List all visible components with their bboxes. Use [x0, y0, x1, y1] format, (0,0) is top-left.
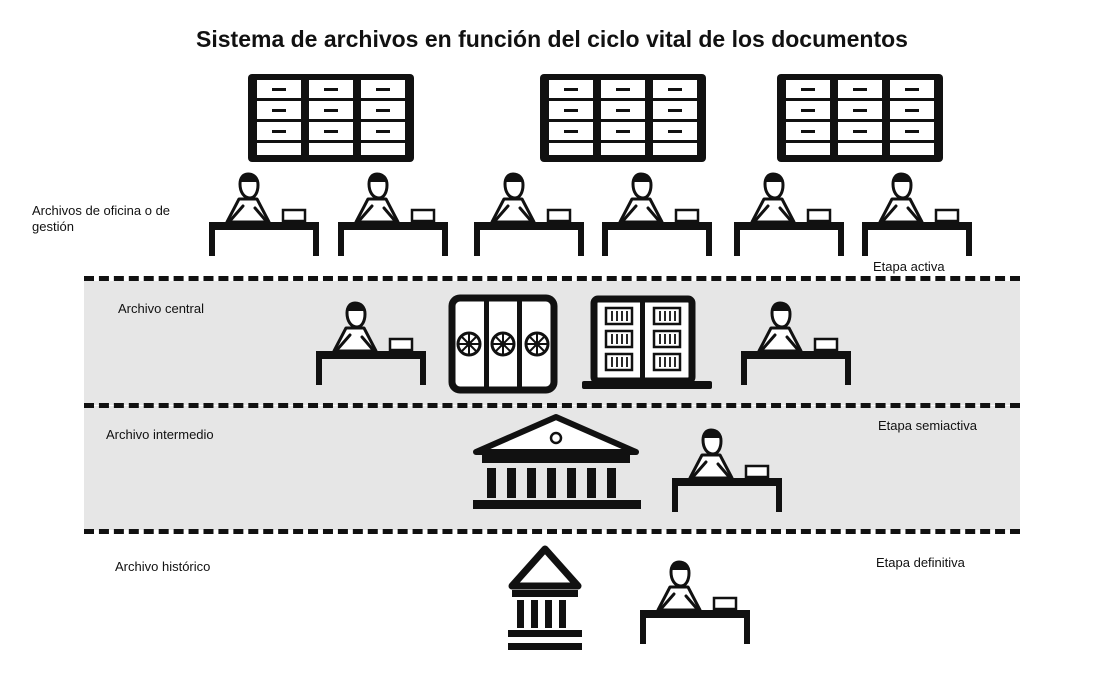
clerk-at-desk-icon: [600, 171, 714, 258]
filing-cabinet-icon: [777, 74, 943, 162]
clerk-at-desk-icon: [314, 300, 428, 387]
diagram-title: Sistema de archivos en función del ciclo…: [196, 26, 908, 52]
separator-activa: [84, 276, 1020, 281]
clerk-at-desk-icon: [732, 171, 846, 258]
separator-definitiva: [84, 529, 1020, 534]
filing-cabinet-icon: [248, 74, 414, 162]
clerk-at-desk-icon: [638, 559, 752, 646]
filing-cabinet-icon: [540, 74, 706, 162]
clerk-at-desk-icon: [860, 171, 974, 258]
historical-archive-icon: [508, 545, 582, 650]
storage-rack-icon: [582, 295, 712, 389]
separator-semiactiva: [84, 403, 1020, 408]
clerk-at-desk-icon: [739, 300, 853, 387]
clerk-at-desk-icon: [472, 171, 586, 258]
mobile-shelving-icon: [448, 294, 558, 394]
clerk-at-desk-icon: [670, 427, 784, 514]
label-etapa-semiactiva: Etapa semiactiva: [878, 418, 977, 433]
label-archivo-intermedio: Archivo intermedio: [106, 427, 214, 442]
clerk-at-desk-icon: [207, 171, 321, 258]
label-archivo-historico: Archivo histórico: [115, 559, 211, 574]
archive-building-icon: [473, 414, 641, 509]
label-archivo-central: Archivo central: [118, 301, 204, 316]
label-etapa-definitiva: Etapa definitiva: [876, 555, 965, 570]
label-etapa-activa: Etapa activa: [873, 259, 945, 274]
clerk-at-desk-icon: [336, 171, 450, 258]
label-archivo-oficina: Archivos de oficina o de gestión: [32, 203, 171, 234]
